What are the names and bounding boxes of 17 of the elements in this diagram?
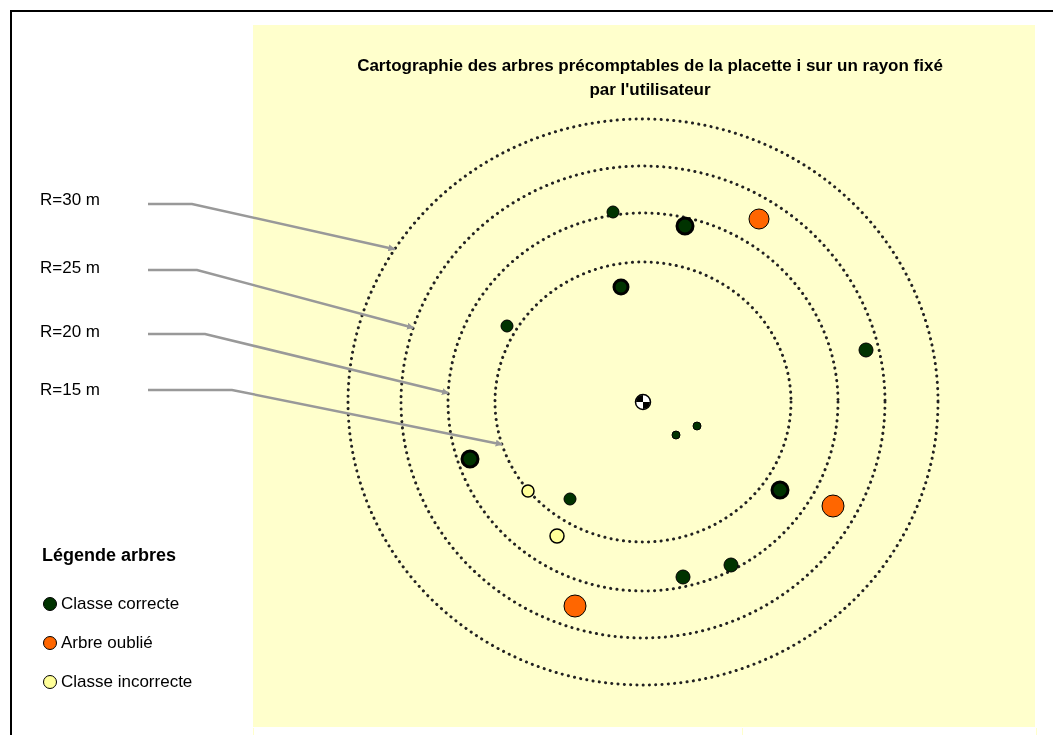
radius-label: R=15 m [40, 380, 100, 400]
radius-label: R=25 m [40, 258, 100, 278]
radius-label: R=30 m [40, 190, 100, 210]
dotted-circle [346, 117, 940, 687]
leader-line [148, 268, 414, 330]
legend-text: Classe correcte [61, 594, 180, 614]
legend-title: Légende arbres [42, 545, 177, 566]
dotted-circle [493, 260, 793, 544]
chart-title: Cartographie des arbres précomptables de la placette i sur un rayon fixé par l'utilisateur [356, 55, 944, 101]
leader-line [148, 202, 396, 252]
legend-text: Classe incorrecte [61, 672, 193, 692]
dotted-circle [399, 164, 887, 640]
leader-line [148, 332, 449, 395]
legend-text: Arbre oublié [61, 633, 153, 653]
leader-line [148, 388, 503, 447]
dotted-circle [446, 211, 840, 593]
radius-label: R=20 m [40, 322, 100, 342]
